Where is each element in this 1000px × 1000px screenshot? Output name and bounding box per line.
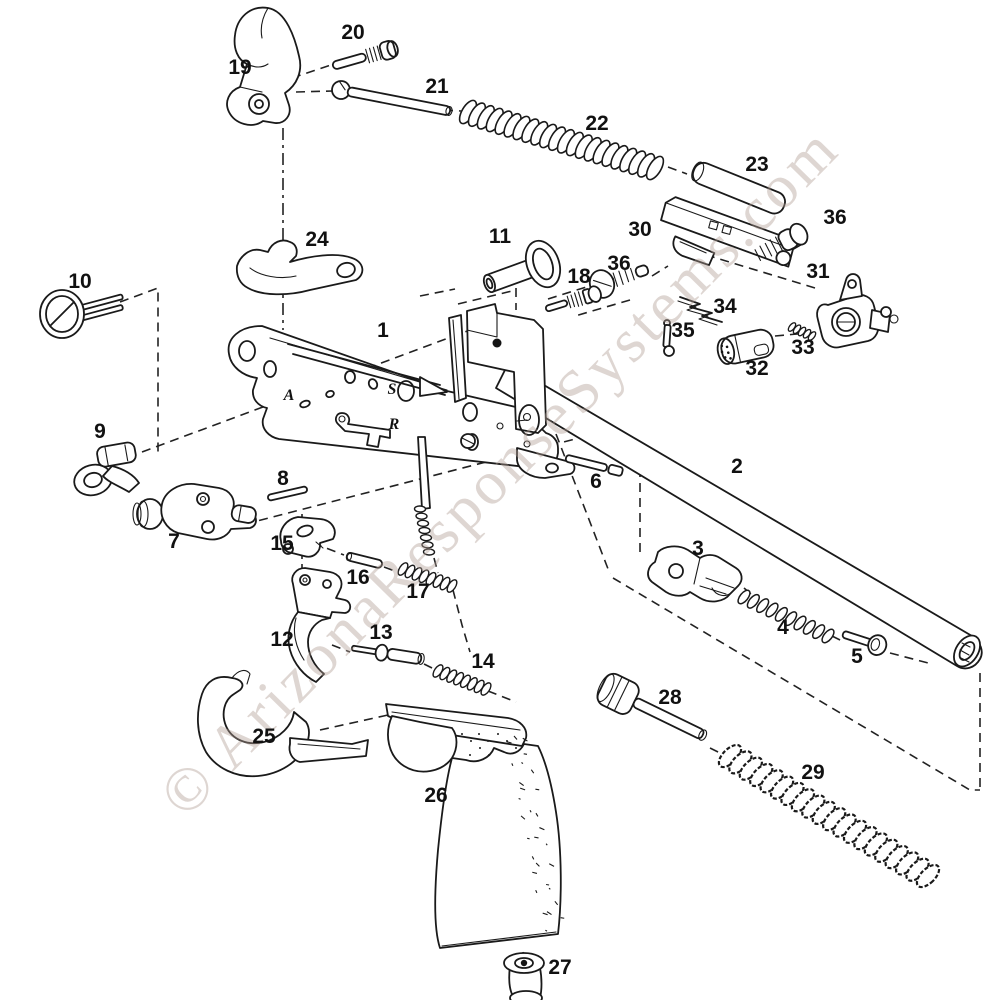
sight-clip bbox=[677, 296, 723, 326]
barrel bbox=[495, 363, 983, 670]
sight-spring bbox=[787, 322, 817, 341]
buffer-tube bbox=[691, 161, 786, 215]
pistol-grip bbox=[385, 703, 565, 949]
receiver-plunger-spring bbox=[413, 505, 436, 556]
bolt-spring bbox=[737, 589, 835, 644]
pivot-rod bbox=[331, 80, 453, 116]
hammer-spring bbox=[458, 99, 665, 181]
disconnector bbox=[279, 516, 336, 558]
cap-and-pins bbox=[39, 289, 124, 339]
front-sight-housing bbox=[816, 273, 899, 349]
grip-texture bbox=[461, 733, 565, 932]
receiver bbox=[227, 303, 576, 510]
safety-latch bbox=[73, 441, 140, 497]
trigger-plunger bbox=[350, 643, 425, 665]
trigger-pin bbox=[345, 552, 383, 569]
sight-screw-top bbox=[754, 222, 809, 261]
rear-sight-base bbox=[660, 196, 804, 268]
hammer-screw bbox=[331, 39, 399, 70]
trigger-guard bbox=[197, 669, 369, 778]
recoil-spring bbox=[717, 743, 941, 889]
gas-piston bbox=[596, 672, 708, 741]
bushing bbox=[482, 239, 562, 294]
ejector-screw bbox=[544, 285, 602, 313]
takedown-pin bbox=[564, 454, 624, 477]
springs-layer bbox=[397, 99, 941, 889]
hammer bbox=[226, 6, 302, 126]
extractor-screw bbox=[841, 630, 888, 656]
sear-pin bbox=[267, 485, 308, 502]
windage-knob bbox=[716, 328, 775, 365]
trigger-spring bbox=[432, 664, 492, 696]
grip-screw bbox=[503, 952, 545, 1000]
disconnector-spring bbox=[397, 562, 458, 593]
trigger bbox=[287, 567, 352, 683]
bolt bbox=[647, 545, 743, 603]
sight-pin bbox=[662, 319, 675, 357]
flat-spring-plate bbox=[235, 239, 364, 296]
sear-lever bbox=[132, 483, 257, 541]
